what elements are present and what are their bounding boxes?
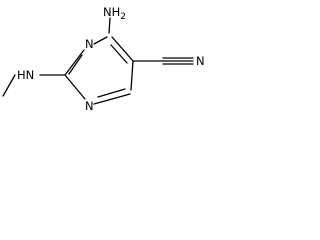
chemical-structure: N N NH2 HN N [2, 5, 205, 113]
atom-n-ring-top: N [85, 37, 94, 51]
bond-n3-c2-double [68, 54, 83, 75]
bond-c6-n1-double [97, 88, 126, 98]
bond-c4-c5 [111, 36, 134, 62]
bond-nh-methyl [2, 74, 16, 97]
bond-c4-c5-double [110, 44, 128, 64]
atom-methylamino-group: HN [17, 68, 34, 82]
amino-subscript: 2 [120, 12, 126, 22]
atom-amino-group: NH2 [103, 5, 126, 22]
bond-c5-c6 [130, 60, 134, 91]
bond-n1-c2 [64, 74, 86, 100]
amino-main-text: NH [103, 5, 120, 19]
atom-nitrile-nitrogen: N [196, 54, 205, 68]
atom-n-ring-bottom: N [85, 99, 94, 113]
bond-c2-n3 [64, 49, 85, 76]
bond-n3-c4 [93, 36, 108, 45]
bond-c4-amino [108, 17, 111, 34]
bond-c6-n1 [93, 93, 131, 105]
